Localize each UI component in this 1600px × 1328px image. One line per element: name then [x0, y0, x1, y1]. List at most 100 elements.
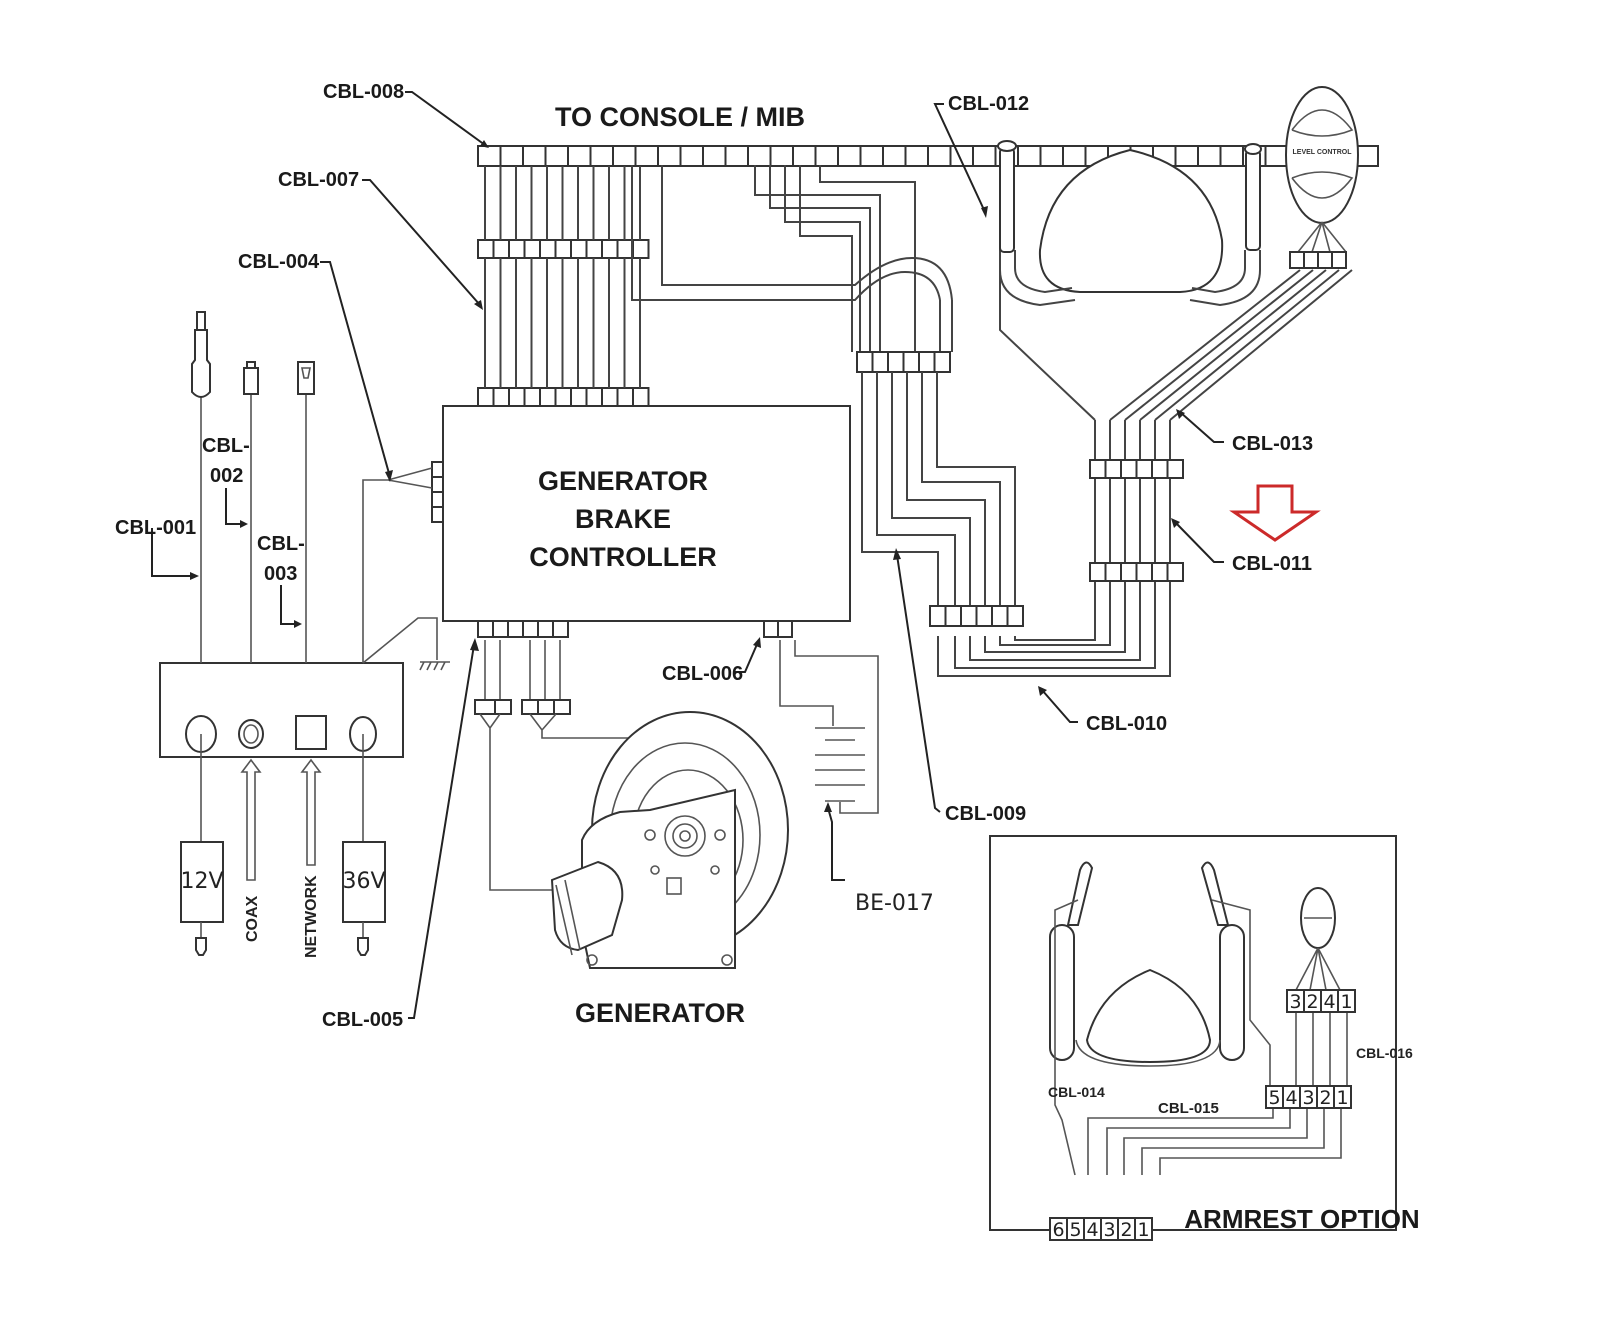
- pin-number: 2: [1319, 1087, 1331, 1109]
- right-joystick: [1245, 149, 1261, 251]
- connector-pin: [567, 145, 592, 167]
- pin-number: 6: [1052, 1219, 1064, 1241]
- pin-box: [1333, 1085, 1352, 1109]
- connector-pin: [679, 145, 704, 167]
- connector-pin: [902, 351, 920, 373]
- connector-pin: [585, 387, 603, 407]
- cbl-005-connector: [477, 620, 569, 638]
- armrest-option-inset: CBL-014 CBL-015 CBL-016 ARMREST OPTION: [989, 835, 1420, 1234]
- cbl-013-wires: [999, 215, 1353, 421]
- connector-pin: [882, 145, 907, 167]
- pin-box: [1337, 989, 1356, 1013]
- connector-pin: [477, 620, 494, 638]
- label-leaders: [151, 91, 1224, 1019]
- connector-pin: [539, 239, 557, 259]
- cbl-011-label: CBL-011: [1232, 553, 1312, 575]
- cbl-009-label: CBL-009: [945, 803, 1026, 825]
- connector-pin: [1219, 145, 1244, 167]
- cbl-011-clamp-lower: [1089, 562, 1184, 582]
- connector-pin: [1166, 562, 1184, 582]
- cbl-003-label: CBL-: [257, 533, 305, 555]
- cbl-009-leader: [896, 554, 941, 813]
- controller-label-line1: GENERATOR: [538, 466, 708, 496]
- connector-pin: [1151, 562, 1169, 582]
- cbl-015-label: CBL-015: [1158, 1100, 1219, 1117]
- highlight-down-arrow-icon: [1229, 484, 1321, 542]
- connector-pin: [777, 620, 793, 638]
- generator-illustration: GENERATOR: [474, 640, 789, 1028]
- battery-be-017: BE-017: [779, 640, 934, 916]
- cbl-001-label: CBL-001: [115, 517, 196, 539]
- connector-pin: [537, 620, 554, 638]
- pin-number: 1: [1336, 1087, 1348, 1109]
- cbl-007-clamp: [477, 239, 650, 259]
- controller-label-line2: BRAKE: [575, 504, 671, 534]
- connector-pin: [887, 351, 905, 373]
- cbl-007-bundle: [484, 166, 641, 388]
- pin-box: [1134, 1217, 1153, 1241]
- cbl-002-label-num: 002: [210, 465, 243, 487]
- connector-pin: [856, 351, 874, 373]
- connector-pin: [929, 605, 947, 627]
- generator-brake-controller: [442, 405, 851, 622]
- pin-number: 2: [1306, 991, 1318, 1013]
- connector-pin: [837, 145, 862, 167]
- connector-pin: [492, 239, 510, 259]
- connector-pin: [1089, 562, 1107, 582]
- connector-pin: [601, 239, 619, 259]
- cbl-004-label: CBL-004: [238, 251, 320, 273]
- connector-pin: [492, 387, 510, 407]
- connector-pin: [1135, 459, 1153, 479]
- connector-pin: [544, 145, 569, 167]
- connector-pin: [431, 491, 444, 508]
- pin-number: 4: [1086, 1219, 1098, 1241]
- connector-pin: [508, 239, 526, 259]
- connector-pin: [477, 387, 495, 407]
- connector-pin: [522, 145, 547, 167]
- connector-pin: [431, 506, 444, 523]
- plug-icon: [195, 937, 207, 956]
- 36v-label: 36V: [342, 869, 385, 894]
- cbl-013-label: CBL-013: [1232, 433, 1313, 455]
- connector-pin: [477, 239, 495, 259]
- connector-pin: [1089, 459, 1107, 479]
- pin-number: 3: [1289, 991, 1301, 1013]
- connector-pin: [1166, 459, 1184, 479]
- connector-pin: [972, 145, 997, 167]
- connector-pin: [975, 605, 993, 627]
- connector-pin: [522, 620, 539, 638]
- connector-pin: [747, 145, 772, 167]
- connector-pin: [589, 145, 614, 167]
- connector-pin: [507, 620, 524, 638]
- level-control-connector: [1289, 251, 1347, 269]
- connector-pin: [601, 387, 619, 407]
- connector-pin: [1135, 562, 1153, 582]
- cbl-001-cable: [191, 311, 211, 663]
- connector-pin: [944, 605, 962, 627]
- connector-pin: [1151, 459, 1169, 479]
- cbl-008-label: CBL-008: [323, 81, 404, 103]
- seat-illustration: [997, 140, 1262, 307]
- cbl-010-clamp: [929, 605, 1024, 627]
- connector-pin: [499, 145, 524, 167]
- cbl-010-harness: [861, 372, 1171, 677]
- connector-pin: [657, 145, 682, 167]
- pin-number: 4: [1285, 1087, 1297, 1109]
- connector-pin: [1104, 562, 1122, 582]
- cbl-002-label: CBL-: [202, 435, 250, 457]
- connector-pin: [763, 620, 779, 638]
- input-panel: [159, 662, 404, 758]
- connector-pin: [792, 145, 817, 167]
- connector-pin: [632, 387, 650, 407]
- connector-pin: [585, 239, 603, 259]
- connector-pin: [1317, 251, 1333, 269]
- connector-pin: [492, 620, 509, 638]
- connector-pin: [927, 145, 952, 167]
- connector-pin: [960, 605, 978, 627]
- pin-number: 2: [1120, 1219, 1132, 1241]
- connector-pin: [871, 351, 889, 373]
- network-label: NETWORK: [303, 875, 320, 958]
- network-port: [295, 715, 327, 750]
- connector-pin: [1062, 145, 1087, 167]
